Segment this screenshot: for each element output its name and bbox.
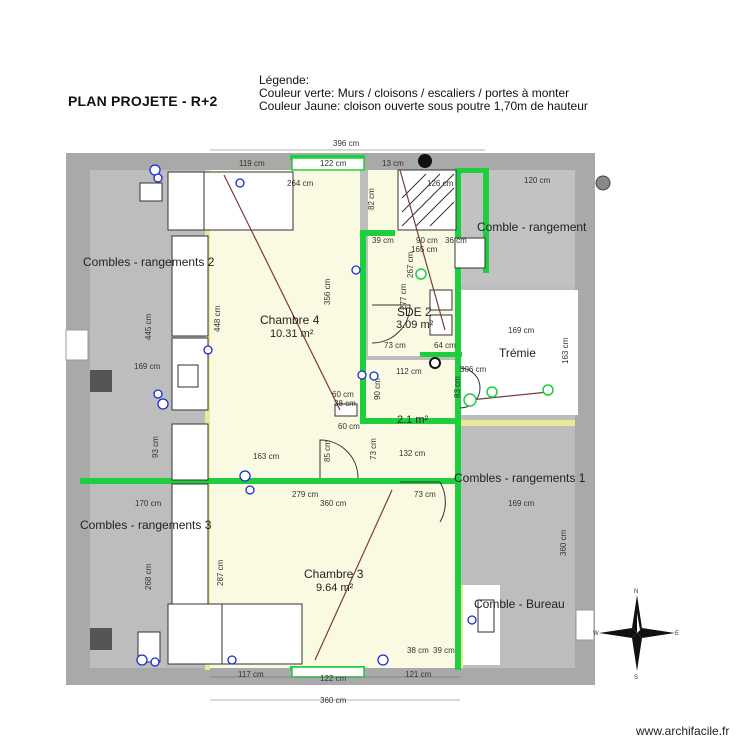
stair-marker bbox=[334, 403, 358, 417]
plan-title: PLAN PROJETE - R+2 bbox=[68, 93, 218, 109]
bed-chambre4 bbox=[202, 171, 294, 231]
legend-green: Couleur verte: Murs / cloisons / escalie… bbox=[259, 86, 570, 100]
dim-36: 36 cm bbox=[445, 236, 467, 245]
compass-s: S bbox=[634, 675, 638, 681]
dim-13: 13 cm bbox=[382, 159, 404, 168]
dim-287: 287 cm bbox=[216, 559, 225, 586]
dim-268: 268 cm bbox=[144, 563, 153, 590]
window-top bbox=[291, 157, 365, 171]
dim-60b: 60 cm bbox=[338, 422, 360, 431]
dim-264: 264 cm bbox=[287, 179, 314, 188]
dim-360b: 360 cm bbox=[559, 529, 568, 556]
legend-yellow: Couleur Jaune: cloison ouverte sous pout… bbox=[259, 99, 588, 113]
area-sde2: 3.09 m² bbox=[396, 319, 434, 331]
dim-122: 122 cm bbox=[320, 159, 347, 168]
dim-85: 85 cm bbox=[323, 440, 332, 462]
dim-73c: 73 cm bbox=[414, 490, 436, 499]
vent-point bbox=[429, 357, 441, 369]
toilet bbox=[454, 237, 486, 269]
dim-38a: 38 cm bbox=[334, 399, 356, 408]
dim-277: 277 cm bbox=[399, 283, 408, 310]
sink-2 bbox=[429, 314, 453, 336]
dim-93: 93 cm bbox=[151, 436, 160, 458]
dim-306: 306 cm bbox=[460, 365, 487, 374]
area-chambre4: 10.31 m² bbox=[270, 328, 314, 340]
dim-top-total: 396 cm bbox=[333, 139, 360, 148]
dim-267: 267 cm bbox=[406, 251, 415, 278]
dim-126: 126 cm bbox=[427, 179, 454, 188]
label-combles-rangements-2: Combles - rangements 2 bbox=[83, 255, 215, 269]
dim-90a: 90 cm bbox=[416, 236, 438, 245]
dim-169b: 169 cm bbox=[134, 362, 161, 371]
compass-rose: N S E W bbox=[593, 589, 679, 681]
bed-chambre3 bbox=[221, 603, 303, 665]
dim-73b: 73 cm bbox=[369, 438, 378, 460]
legend-heading: Légende: bbox=[259, 73, 310, 87]
dim-112: 112 cm bbox=[396, 367, 422, 376]
dim-169c: 169 cm bbox=[508, 499, 535, 508]
smoke-detector bbox=[418, 154, 432, 168]
dim-120: 120 cm bbox=[524, 176, 551, 185]
electrical-symbols bbox=[136, 164, 477, 667]
dim-356: 356 cm bbox=[323, 278, 332, 305]
dim-bot-total: 360 cm bbox=[320, 696, 347, 705]
dimension-lines bbox=[210, 149, 485, 701]
area-chambre3: 9.64 m² bbox=[316, 582, 354, 594]
label-combles-rangements-3: Combles - rangements 3 bbox=[80, 518, 212, 532]
dim-83: 83 cm bbox=[453, 376, 462, 398]
yellow-partition-left bbox=[205, 170, 210, 670]
dim-64: 64 cm bbox=[434, 341, 456, 350]
dim-82: 82 cm bbox=[367, 188, 376, 210]
label-chambre4: Chambre 4 bbox=[260, 313, 320, 327]
label-combles-rangements-1: Combles - rangements 1 bbox=[454, 471, 586, 485]
dim-38b: 38 cm bbox=[407, 646, 429, 655]
dim-90b: 90 cm bbox=[373, 378, 382, 400]
label-comble-bureau: Comble - Bureau bbox=[474, 597, 565, 611]
roof-vent bbox=[595, 175, 611, 191]
dormer-window-1 bbox=[65, 329, 89, 361]
dim-169a: 169 cm bbox=[508, 326, 535, 335]
label-comble-rangement: Comble - rangement bbox=[477, 220, 587, 234]
chimney-left bbox=[90, 370, 112, 392]
compass-w: W bbox=[593, 631, 599, 637]
dim-bot-121: 121 cm bbox=[405, 670, 432, 679]
dim-163a: 163 cm bbox=[561, 337, 570, 364]
label-chambre3: Chambre 3 bbox=[304, 567, 364, 581]
dim-bot-122: 122 cm bbox=[320, 674, 347, 683]
dim-445: 445 cm bbox=[144, 313, 153, 340]
dim-60a: 60 cm bbox=[332, 390, 354, 399]
dim-279: 279 cm bbox=[292, 490, 319, 499]
shower-hatch bbox=[401, 173, 455, 227]
light-points bbox=[415, 268, 554, 407]
yellow-partition-right bbox=[455, 420, 575, 426]
chimney-left-bottom bbox=[90, 628, 112, 650]
sink-1 bbox=[429, 289, 453, 311]
desks bbox=[137, 182, 495, 663]
beds bbox=[167, 171, 303, 665]
doors bbox=[319, 304, 481, 523]
dim-165: 165 cm bbox=[411, 245, 438, 254]
dormer-window-2 bbox=[575, 609, 595, 641]
dim-119: 119 cm bbox=[239, 159, 265, 168]
dim-170: 170 cm bbox=[135, 499, 162, 508]
dim-bot-117: 117 cm bbox=[238, 670, 264, 679]
compass-n: N bbox=[634, 589, 638, 595]
dim-360a: 360 cm bbox=[320, 499, 347, 508]
dim-132: 132 cm bbox=[399, 449, 426, 458]
compass-e: E bbox=[675, 631, 679, 637]
label-sde2: SDE 2 bbox=[397, 305, 432, 319]
dim-39a: 39 cm bbox=[372, 236, 394, 245]
legend: Légende: Couleur verte: Murs / cloisons … bbox=[259, 74, 588, 113]
dim-448: 448 cm bbox=[213, 305, 222, 332]
tremie-zone bbox=[460, 290, 578, 415]
electrical-lines bbox=[223, 169, 549, 661]
dim-73a: 73 cm bbox=[384, 341, 406, 350]
dim-39b: 39 cm bbox=[433, 646, 455, 655]
dim-163b: 163 cm bbox=[253, 452, 280, 461]
label-tremie: Trémie bbox=[499, 346, 536, 360]
watermark: www.archifacile.fr bbox=[636, 724, 730, 738]
area-degagement: 2.1 m² bbox=[397, 414, 429, 426]
